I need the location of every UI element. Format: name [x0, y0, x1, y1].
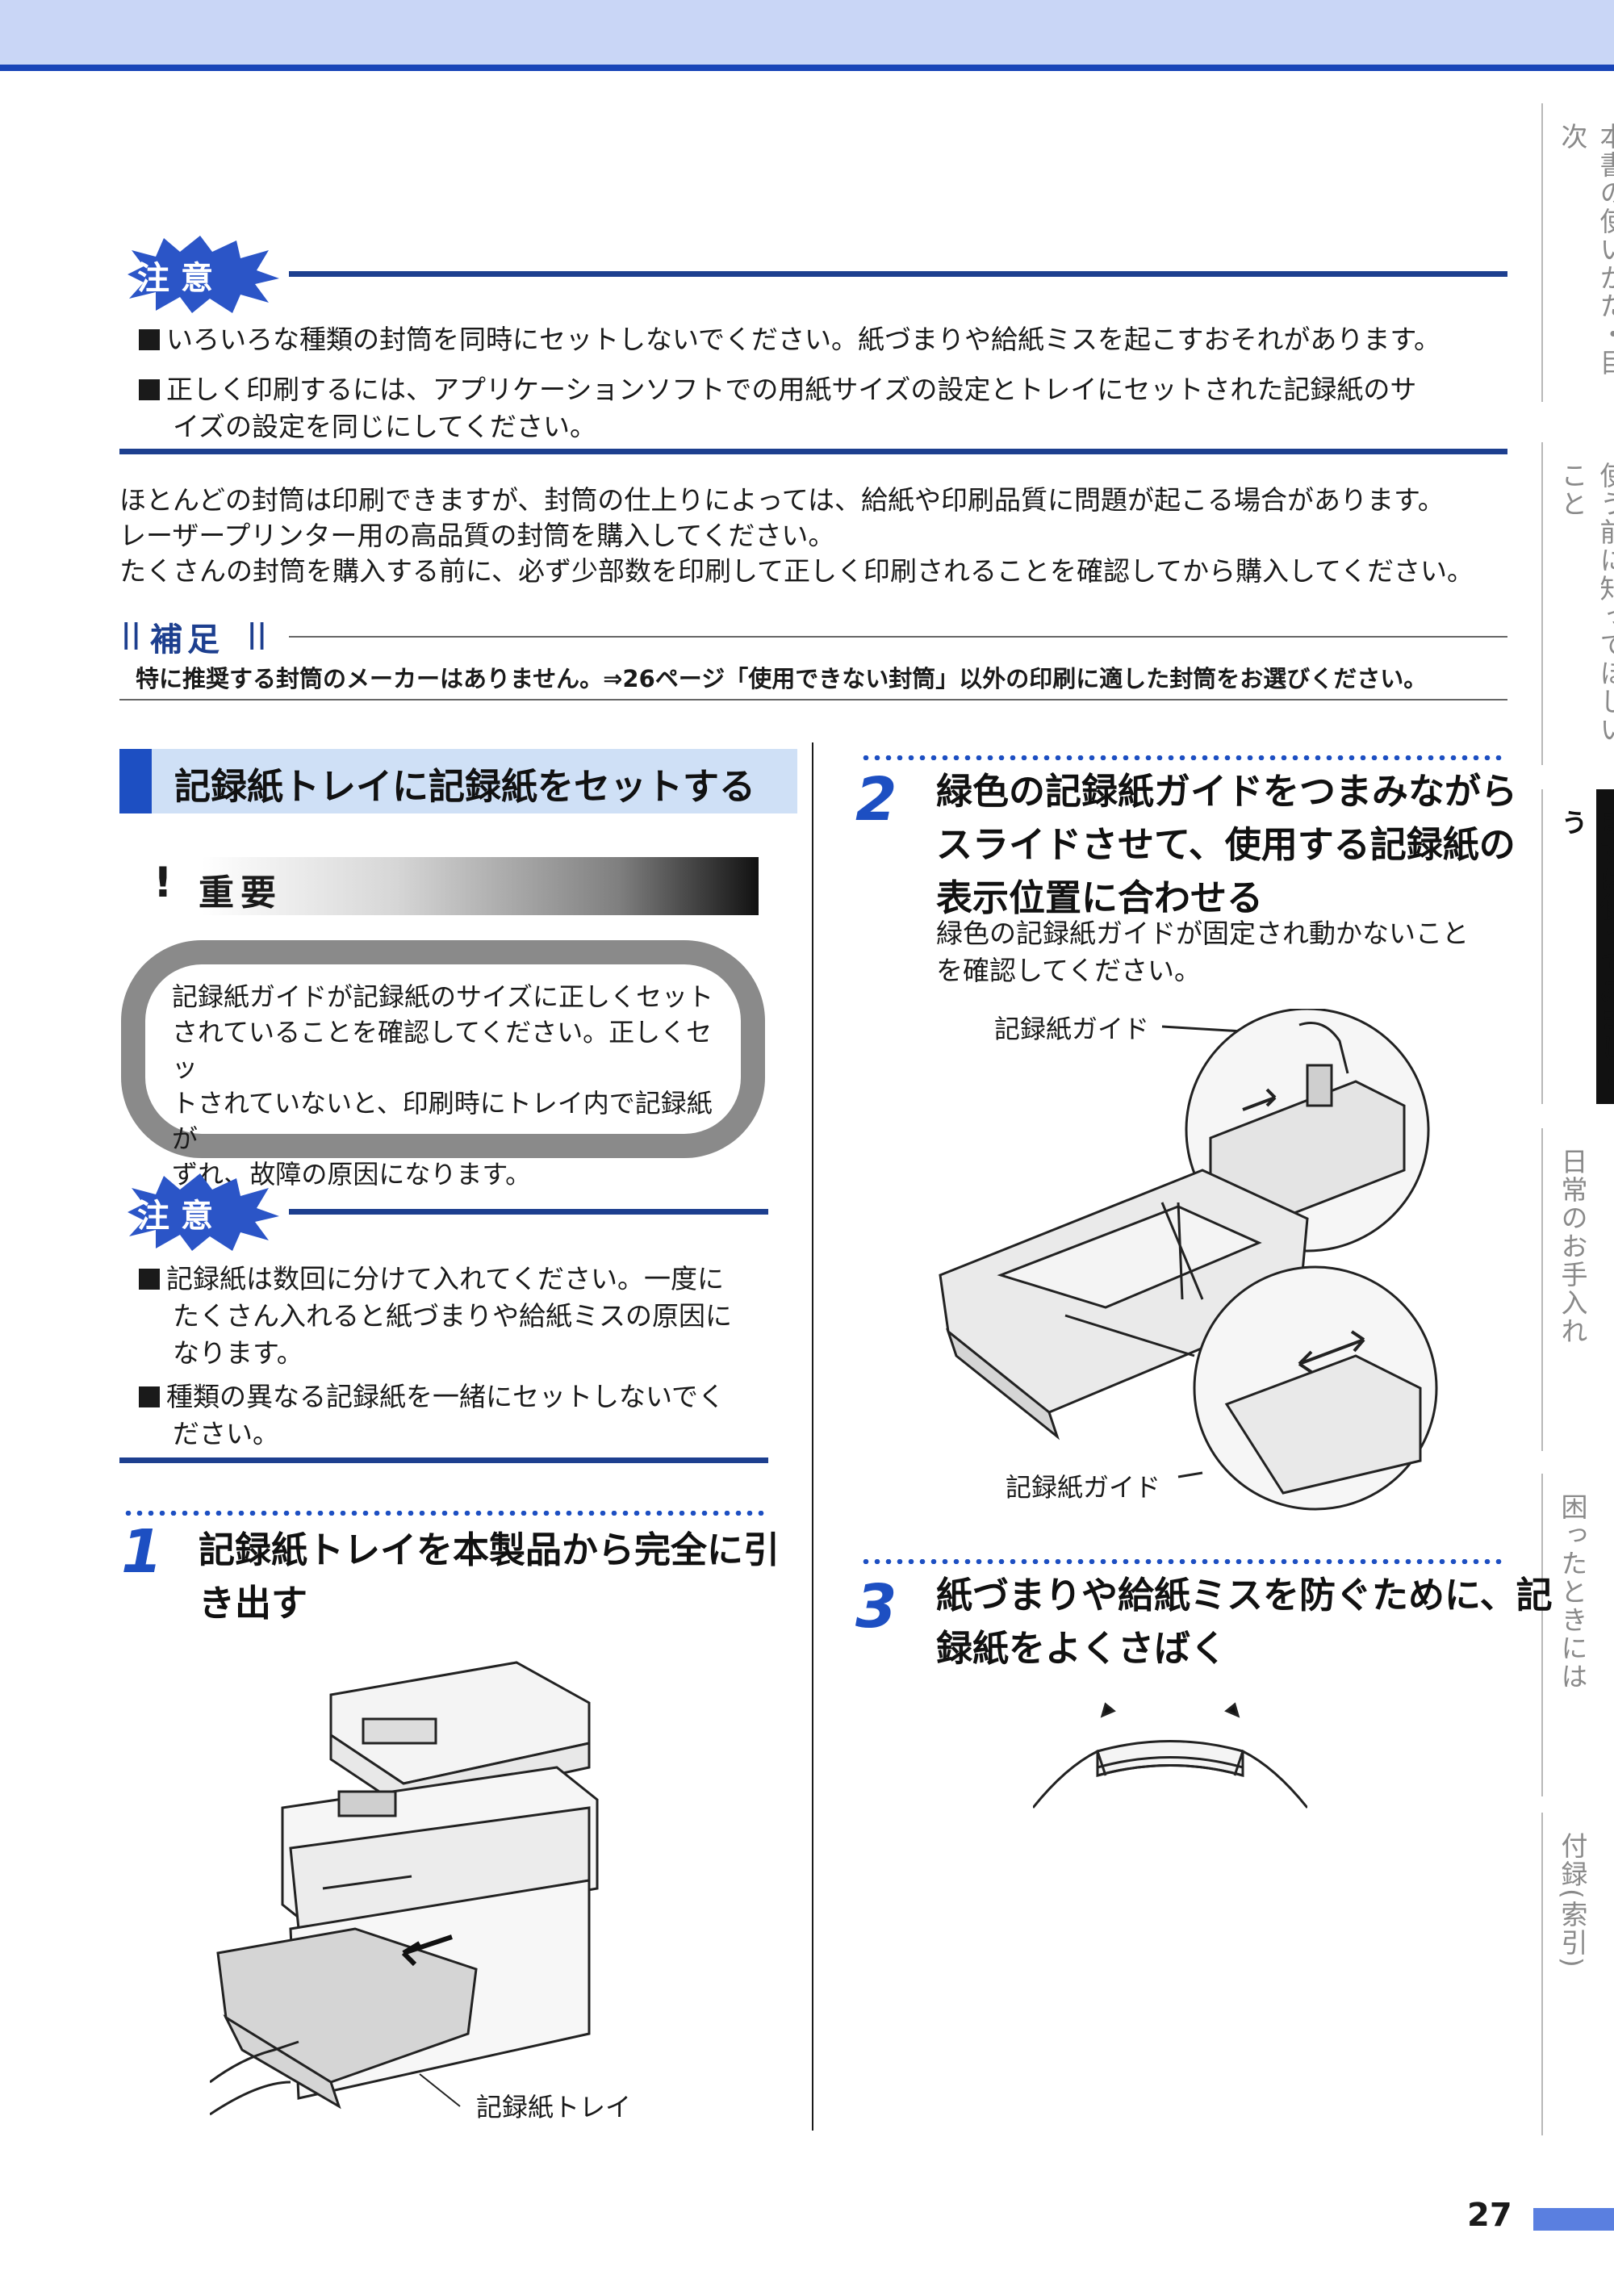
paper-guide-illustration — [939, 1009, 1438, 1511]
important-line: されていることを確認してください。正しくセッ — [172, 1017, 713, 1083]
side-tab-label: まずは使ってみましょう — [1557, 809, 1614, 1091]
step-title-line: 記録紙トレイを本製品から完全に引 — [199, 1529, 780, 1571]
step-title: 緑色の記録紙ガイドをつまみながら スライドさせて、使用する記録紙の 表示位置に合… — [936, 765, 1517, 925]
hosoku-bottom-rule — [119, 699, 1507, 701]
step-number: 3 — [855, 1572, 897, 1641]
step-title-line: 紙づまりや給紙ミスを防ぐために、記 — [936, 1574, 1553, 1616]
guide-caption-top: 記録紙ガイド — [994, 1014, 1150, 1044]
important-header-bar — [202, 857, 759, 915]
important-text: 記録紙ガイドが記録紙のサイズに正しくセット されていることを確認してください。正… — [172, 979, 729, 1192]
intro-line: たくさんの封筒を購入する前に、必ず少部数を印刷して正しく印刷されることを確認して… — [119, 555, 1474, 587]
important-exclamation-icon: ! — [153, 859, 173, 907]
caution-item-text: 記録紙は数回に分けて入れてください。一度に — [166, 1263, 725, 1294]
caution-item: 正しく印刷するには、アプリケーションソフトでの用紙サイズの設定とトレイにセットさ… — [139, 371, 1416, 408]
side-tab-contents[interactable]: 本書の使いかた・目次 — [1541, 103, 1614, 402]
caution-item: いろいろな種類の封筒を同時にセットしないでください。紙づまりや給紙ミスを起こすお… — [139, 321, 1440, 358]
burst-icon — [128, 1173, 279, 1251]
caution-badge: 注意 — [119, 234, 281, 315]
printer-illustration — [210, 1661, 599, 2116]
side-tab-appendix[interactable]: 付録(索引) — [1541, 1813, 1614, 2135]
step-title-line: き出す — [199, 1582, 308, 1625]
side-tab-label: 使う前に知ってほしいこと — [1557, 462, 1614, 744]
step-number: 2 — [855, 765, 897, 834]
caution-rule — [289, 271, 1507, 277]
important-line: 記録紙ガイドが記録紙のサイズに正しくセット — [172, 981, 714, 1012]
page-number: 27 — [1467, 2197, 1512, 2234]
intro-line: ほとんどの封筒は印刷できますが、封筒の仕上りによっては、給紙や印刷品質に問題が起… — [119, 484, 1445, 516]
burst-icon — [128, 236, 279, 313]
side-tab-label: 付録(索引) — [1557, 1832, 1588, 1969]
step-title: 紙づまりや給紙ミスを防ぐために、記 録紙をよくさばく — [936, 1569, 1553, 1675]
side-tab-label: 本書の使いかた・目次 — [1557, 123, 1614, 377]
bullet-square-icon — [139, 1269, 160, 1290]
step-description-line: を確認してください。 — [936, 955, 1202, 986]
caution-item-text: いろいろな種類の封筒を同時にセットしないでください。紙づまりや給紙ミスを起こすお… — [166, 324, 1441, 355]
step-description-line: 緑色の記録紙ガイドが固定され動かないこと — [936, 918, 1469, 949]
hosoku-rule — [289, 636, 1507, 638]
step-divider — [860, 755, 1506, 760]
caution-item-continuation: たくさん入れると紙づまりや給紙ミスの原因に — [173, 1300, 732, 1332]
tray-caption: 記録紙トレイ — [476, 2092, 632, 2122]
side-tab-label: 日常のお手入れ — [1557, 1148, 1588, 1345]
caution-item: 種類の異なる記録紙を一緒にセットしないでく — [139, 1378, 725, 1416]
side-tab-label: 困ったときには — [1557, 1493, 1588, 1691]
step-description: 緑色の記録紙ガイドが固定され動かないこと を確認してください。 — [936, 915, 1469, 989]
bullet-square-icon — [139, 1386, 160, 1407]
caution-badge: 注意 — [119, 1172, 281, 1253]
intro-line: レーザープリンター用の高品質の封筒を購入してください。 — [119, 520, 835, 551]
caution-item-continuation: イズの設定を同じにしてください。 — [173, 411, 597, 442]
caution-item-text: 種類の異なる記録紙を一緒にセットしないでく — [166, 1381, 725, 1412]
fanning-paper-illustration — [1033, 1702, 1307, 1809]
section-title: 記録紙トレイに記録紙をセットする — [174, 765, 756, 808]
step-number: 1 — [121, 1517, 163, 1587]
important-box-inner — [145, 964, 741, 1134]
step-title-line: スライドさせて、使用する記録紙の — [936, 823, 1516, 866]
caution-badge-text: 注意 — [137, 1198, 224, 1235]
bullet-square-icon — [139, 329, 160, 350]
caution-rule — [289, 1209, 768, 1215]
guide-caption-bottom: 記録紙ガイド — [1006, 1472, 1161, 1503]
important-line: トされていないと、印刷時にトレイ内で記録紙が — [172, 1088, 713, 1154]
section-title-box: 記録紙トレイに記録紙をセットする — [119, 749, 797, 813]
caution-badge-text: 注意 — [137, 260, 224, 297]
important-label: 重要 — [199, 872, 282, 914]
caution-item: 記録紙は数回に分けて入れてください。一度に — [139, 1261, 724, 1298]
caution-bottom-rule — [119, 1457, 768, 1463]
side-tab-maintenance[interactable]: 日常のお手入れ — [1541, 1128, 1614, 1451]
step-title-line: 緑色の記録紙ガイドをつまみながら — [936, 770, 1518, 813]
hosoku-bars-right-icon: || — [247, 618, 267, 650]
caution-item-continuation: なります。 — [173, 1337, 303, 1369]
bullet-square-icon — [139, 379, 160, 400]
active-tab-indicator — [1596, 789, 1614, 1104]
caution-item-continuation: ださい。 — [173, 1418, 279, 1449]
top-banner — [0, 0, 1614, 71]
step-divider — [860, 1559, 1506, 1564]
step-title-line: 表示位置に合わせる — [936, 876, 1264, 919]
step-divider — [123, 1511, 768, 1516]
hosoku-bars-left-icon: || — [121, 618, 141, 650]
step-title: 記録紙トレイを本製品から完全に引 き出す — [199, 1524, 780, 1630]
hosoku-label: 補足 — [150, 621, 224, 659]
hosoku-text: 特に推奨する封筒のメーカーはありません。⇒26ページ「使用できない封筒」以外の印… — [136, 665, 1428, 692]
side-tab-before-use[interactable]: 使う前に知ってほしいこと — [1541, 442, 1614, 765]
column-separator — [812, 742, 813, 2131]
side-tab-troubleshooting[interactable]: 困ったときには — [1541, 1474, 1614, 1796]
page-number-bar — [1533, 2208, 1614, 2231]
step-title-line: 録紙をよくさばく — [936, 1627, 1227, 1670]
caution-item-text: 正しく印刷するには、アプリケーションソフトでの用紙サイズの設定とトレイにセットさ… — [166, 374, 1417, 405]
caution-bottom-rule — [119, 449, 1507, 454]
side-tab-getting-started[interactable]: まずは使ってみましょう — [1541, 789, 1614, 1104]
